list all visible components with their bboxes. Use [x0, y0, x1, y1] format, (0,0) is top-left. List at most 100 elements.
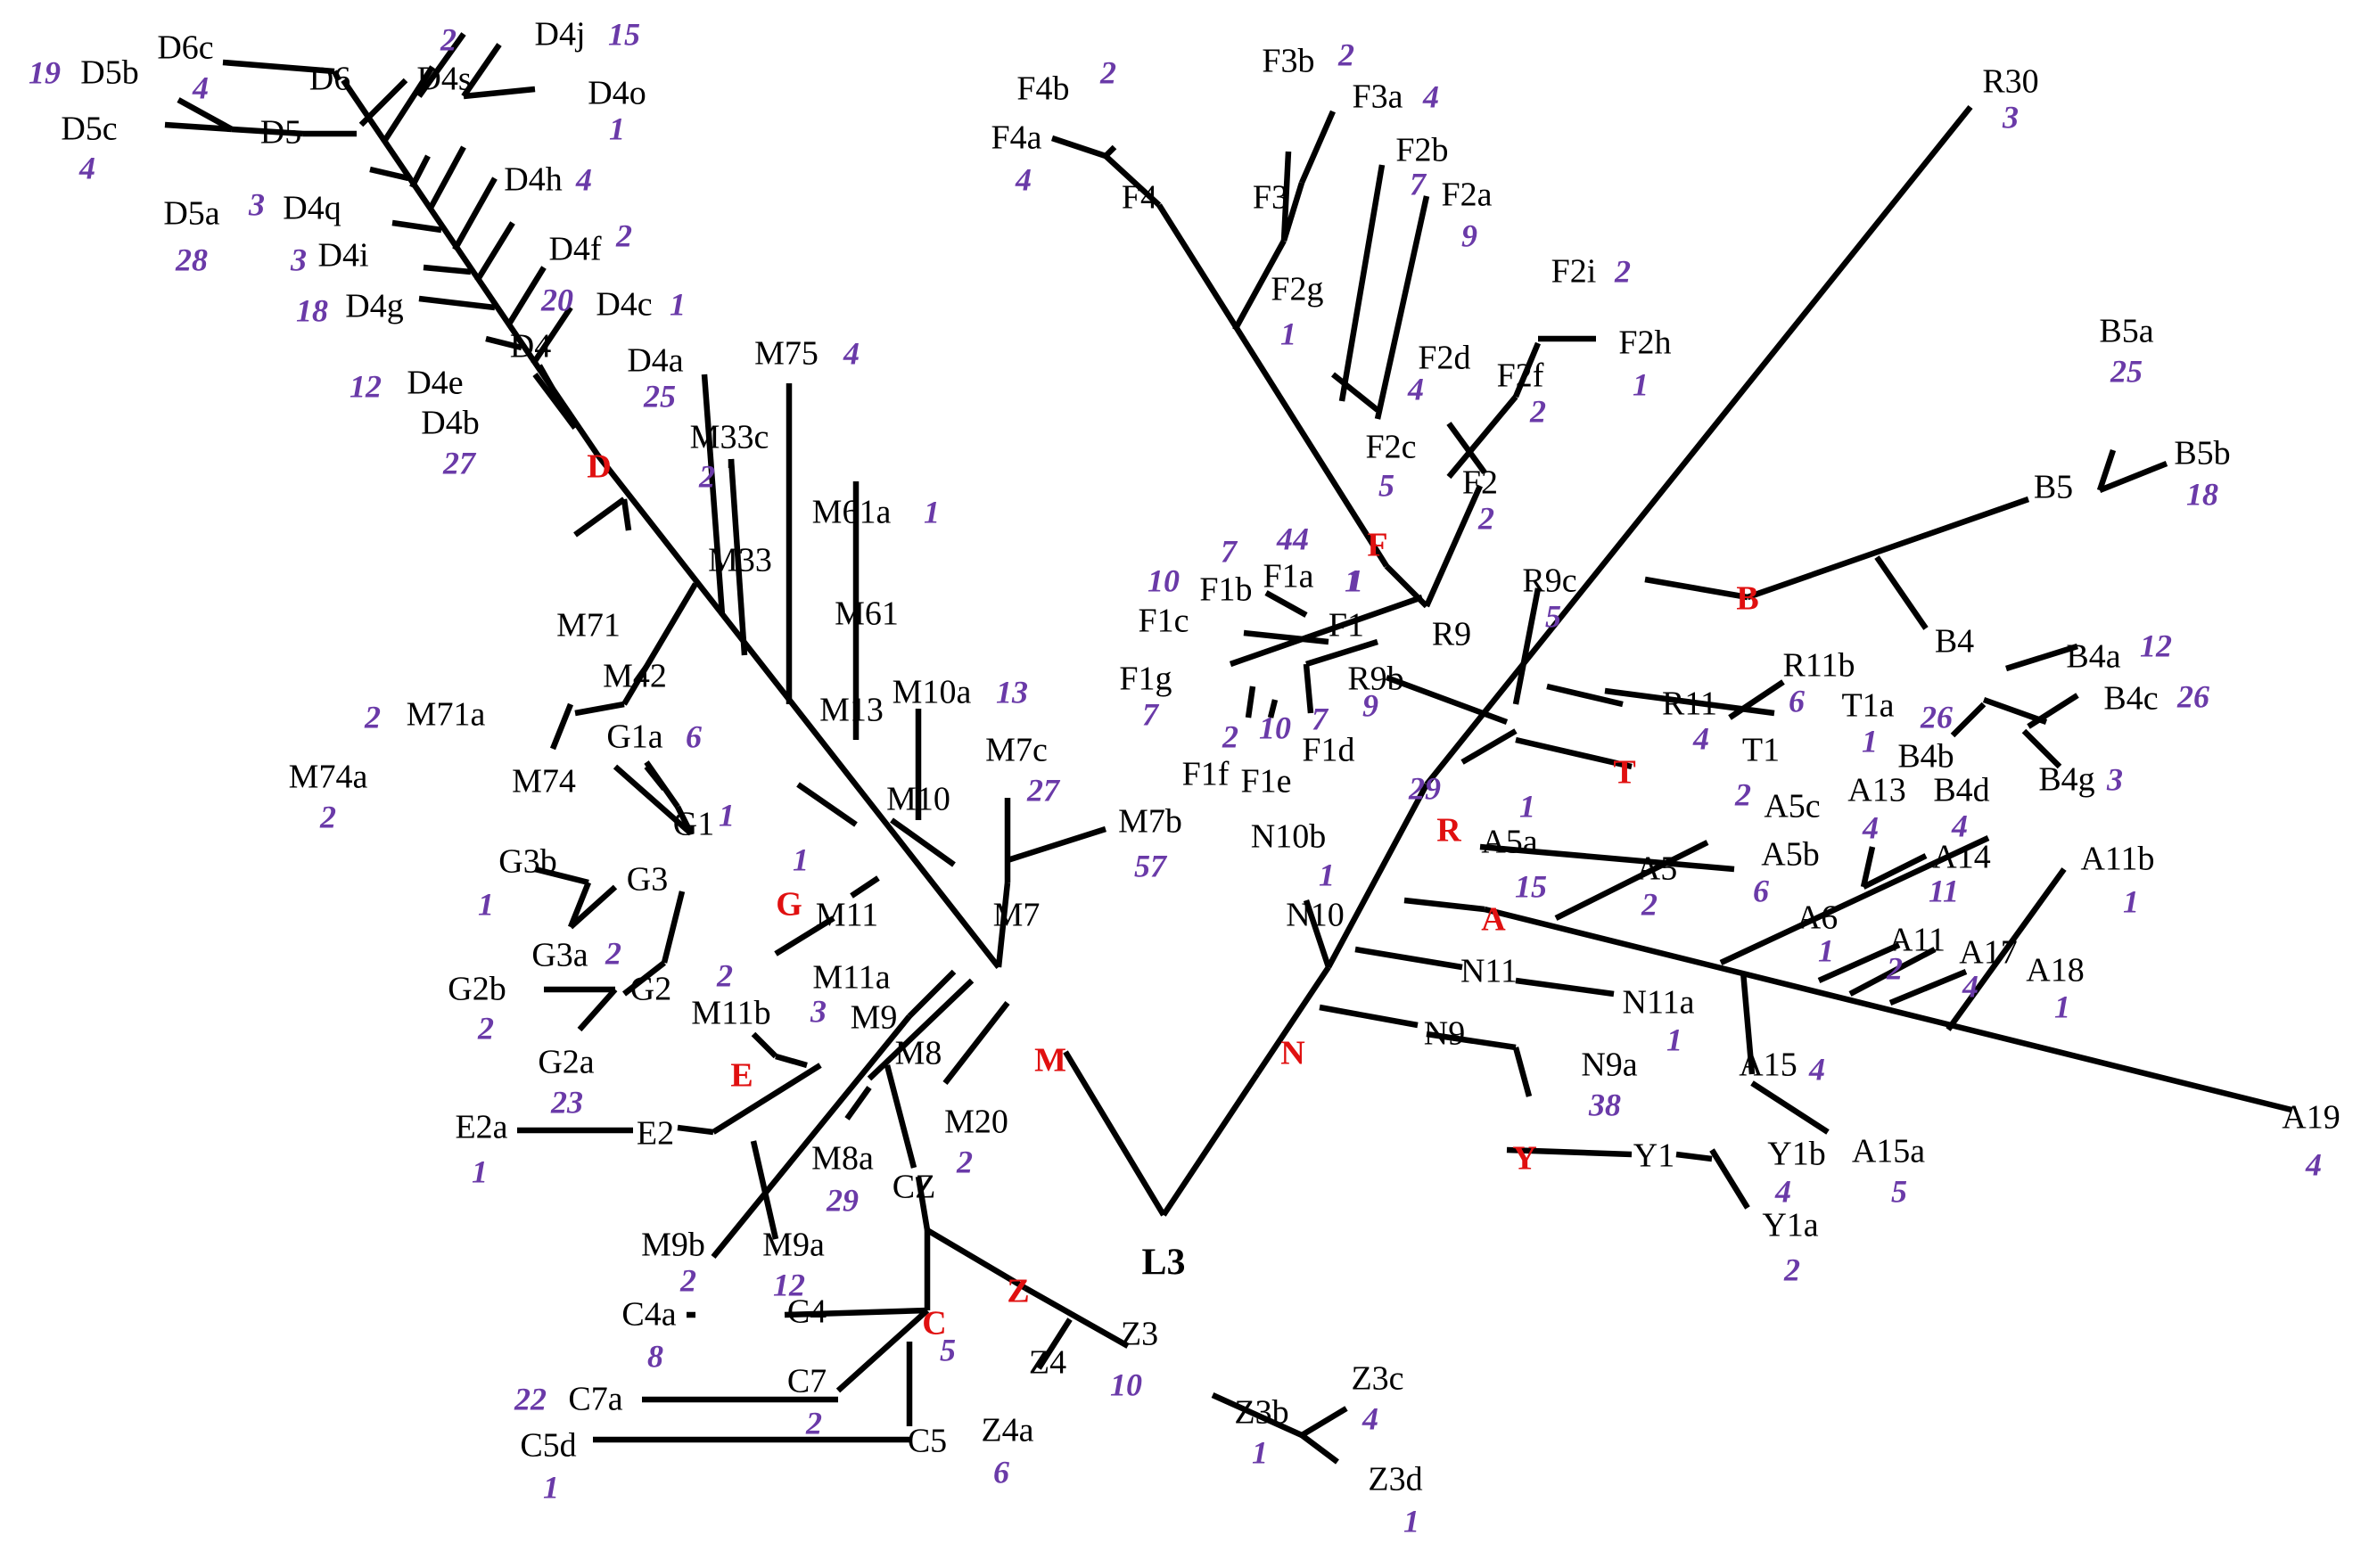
network-edge [577, 987, 618, 1032]
node-label-m74a: M74a [289, 759, 368, 796]
network-edge [1303, 663, 1314, 714]
node-label-f1f: F1f [1182, 756, 1230, 793]
node-label-b4a: B4a [2066, 638, 2120, 676]
network-edge [2021, 728, 2062, 769]
count-m61a: 1 [924, 494, 940, 530]
count-z3b: 1 [1252, 1434, 1268, 1470]
node-label-r9c: R9c [1522, 562, 1576, 600]
node-label-f2a: F2a [1442, 177, 1493, 214]
node-label-m42: M42 [603, 658, 667, 695]
count-d4a: 25 [643, 378, 676, 414]
network-edge [1446, 394, 1518, 480]
network-edge [1303, 899, 1332, 969]
node-label-f1a: F1a [1263, 558, 1314, 595]
node-label-m8a: M8a [811, 1140, 874, 1178]
network-edge [369, 166, 409, 182]
count-d4j: 15 [608, 16, 640, 52]
count-f1a: 44 [1276, 521, 1309, 556]
network-edge [485, 335, 522, 351]
network-edges [164, 32, 2292, 1465]
network-edge [1515, 977, 1615, 997]
network-edge [1513, 341, 1541, 398]
network-edge [677, 1124, 714, 1136]
count-b5b: 18 [2186, 476, 2218, 512]
node-label-d4a: D4a [627, 342, 683, 380]
count-n11a: 1 [1666, 1022, 1682, 1057]
count-d4: 20 [540, 282, 573, 317]
network-edge [1946, 867, 2067, 1031]
node-label-g2a: G2a [538, 1044, 594, 1081]
network-edge [567, 881, 592, 929]
node-label-d4q: D4q [283, 190, 341, 227]
network-edge [1280, 151, 1292, 242]
node-label-b4g: B4g [2038, 761, 2094, 799]
node-label-g2b: G2b [448, 971, 506, 1008]
node-label-a13: A13 [1847, 772, 1905, 809]
network-edge [1330, 372, 1380, 413]
count-m71a: 2 [364, 699, 381, 735]
count-a19: 4 [2305, 1146, 2322, 1182]
node-label-z: Z [1007, 1273, 1029, 1310]
network-edge [332, 70, 341, 82]
count-b4g: 3 [2106, 761, 2123, 797]
count-m20: 2 [956, 1144, 973, 1179]
network-edge [661, 891, 686, 964]
node-label-e2a: E2a [455, 1109, 507, 1146]
count-d4c: 1 [670, 286, 686, 322]
count-g3b: 1 [478, 886, 494, 922]
count-r9b: 9 [1362, 687, 1378, 723]
node-label-m7c: M7c [985, 732, 1048, 769]
network-edge [1512, 1047, 1533, 1097]
count-f2g: 1 [1280, 316, 1296, 351]
count-d4q: 3 [248, 186, 265, 222]
node-label-e2: E2 [637, 1115, 674, 1153]
count-a13: 4 [1862, 809, 1879, 845]
network-edge [1319, 1004, 1419, 1029]
count-y1a: 2 [1783, 1252, 1800, 1287]
count-f1: 1 [1345, 562, 1361, 598]
network-edge [995, 882, 1011, 968]
node-label-m33c: M33c [690, 419, 769, 456]
node-label-f2i: F2i [1551, 253, 1597, 291]
network-edge [1424, 104, 1973, 787]
node-label-f2b: F2b [1395, 132, 1448, 169]
node-label-e: E [730, 1057, 753, 1095]
node-label-b4c: B4c [2103, 680, 2158, 718]
node-label-m11a: M11a [812, 959, 890, 997]
network-edge [1299, 110, 1336, 185]
count-m10a: 13 [996, 674, 1028, 710]
network-edge [1860, 846, 1876, 888]
network-edge [1024, 1285, 1130, 1349]
network-edge [844, 1086, 872, 1121]
node-label-a14: A14 [1932, 839, 1990, 876]
count-f1b: 7 [1221, 533, 1238, 569]
node-label-a5a: A5a [1481, 824, 1537, 861]
network-edge [1161, 1072, 1260, 1217]
node-label-m74: M74 [512, 763, 576, 800]
node-label-z3c: Z3c [1351, 1360, 1403, 1398]
node-label-g2: G2 [630, 971, 671, 1008]
node-label-g1: G1 [673, 806, 714, 843]
network-edge [1326, 783, 1429, 969]
network-edge [423, 264, 472, 275]
network-edge [1264, 590, 1308, 618]
node-label-c4: C4 [787, 1293, 827, 1331]
network-edge [532, 373, 578, 430]
network-edge [1300, 1406, 1348, 1438]
node-label-r11b: R11b [1783, 647, 1855, 685]
network-edge [1243, 629, 1329, 645]
network-edge [1719, 835, 1990, 965]
network-edge [1554, 840, 1709, 921]
network-edge [506, 266, 547, 327]
node-label-r30: R30 [1982, 63, 2038, 101]
network-edge [537, 364, 557, 394]
node-label-f4: F4 [1122, 179, 1157, 217]
network-edge [574, 701, 625, 717]
node-label-m10: M10 [886, 781, 950, 818]
count-z3d: 1 [1403, 1503, 1419, 1539]
network-edge [1750, 1080, 1830, 1135]
node-label-d4e: D4e [407, 365, 463, 402]
count-f2h: 1 [1633, 366, 1649, 402]
count-m9b: 2 [679, 1262, 696, 1298]
network-edge [164, 121, 233, 133]
